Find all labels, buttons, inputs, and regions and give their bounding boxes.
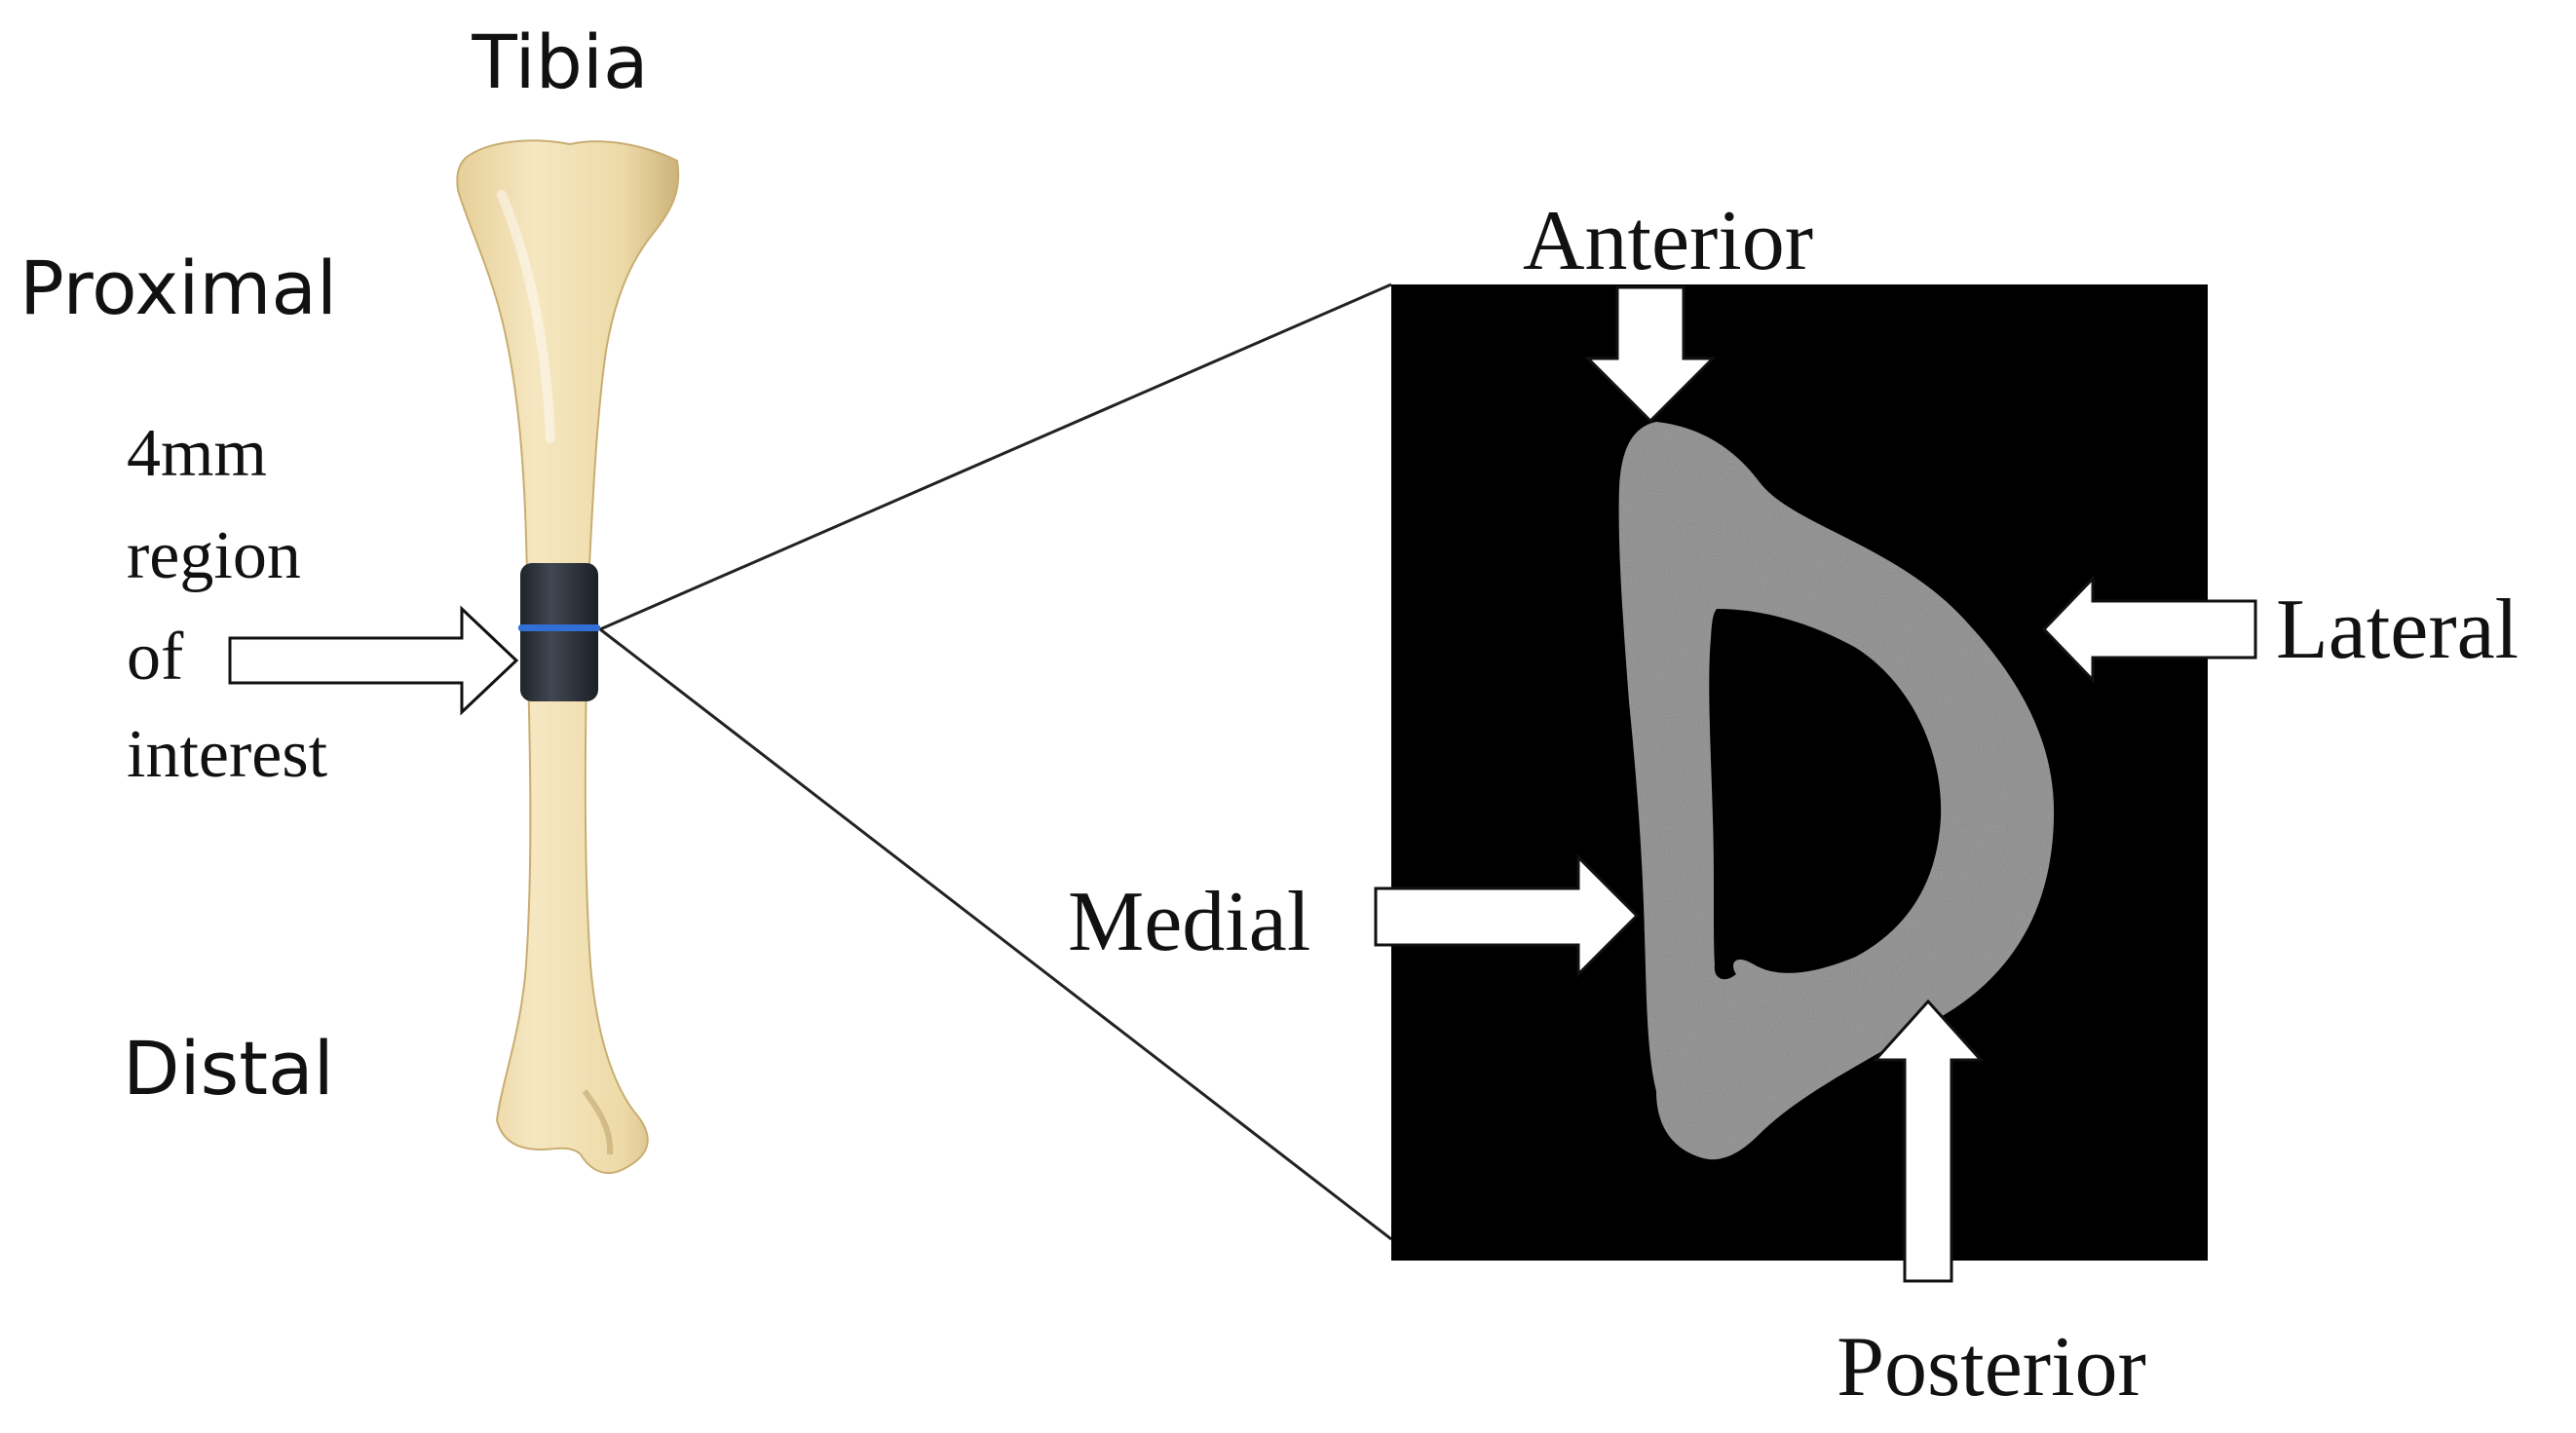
medial-arrow [1374,853,1640,978]
label-medial: Medial [1068,875,1310,969]
roi-label-line-3: of [127,620,184,695]
label-anterior: Anterior [1523,194,1813,288]
label-distal: Distal [123,1025,334,1112]
roi-label-line-1: 4mm [127,416,267,491]
anterior-arrow [1584,285,1717,424]
label-proximal: Proximal [19,245,337,331]
roi-band [518,563,600,701]
zoom-line-top [599,283,1392,631]
roi-label-line-4: interest [127,717,328,792]
roi-slice-line [518,624,600,631]
lateral-arrow [2041,575,2257,684]
posterior-arrow [1872,999,1985,1283]
roi-label-line-2: region [127,518,301,593]
bone-title: Tibia [471,19,648,105]
zoom-line-bottom [599,627,1392,1241]
roi-label: 4mm region of interest [127,416,328,792]
label-posterior: Posterior [1837,1320,2146,1414]
ct-cross-section [1391,284,2208,1261]
label-lateral: Lateral [2276,583,2519,677]
roi-arrow [228,605,519,716]
